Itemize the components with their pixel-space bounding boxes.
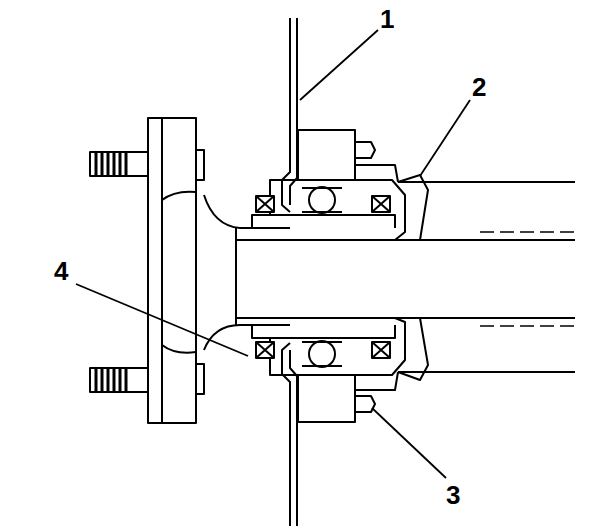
flange-face <box>148 118 162 423</box>
hidden-line <box>480 232 575 326</box>
race-line <box>302 188 342 366</box>
callout-number: 4 <box>54 258 68 284</box>
flange-edge <box>162 345 196 353</box>
flange-edge <box>162 192 196 200</box>
shaft-edge <box>236 317 575 319</box>
bolt-head <box>355 396 375 412</box>
knuckle-housing <box>298 130 398 422</box>
housing-block <box>298 375 355 422</box>
hub-body <box>204 195 290 350</box>
bearing-ring <box>252 325 395 338</box>
hub-pilot <box>235 228 237 325</box>
housing-block <box>298 130 355 180</box>
bearing-ball <box>309 187 335 213</box>
housing-flange <box>355 372 398 390</box>
leader-line <box>76 30 470 478</box>
callout-number: 1 <box>380 6 394 32</box>
stud-thread <box>96 368 126 392</box>
backing-plate <box>282 18 297 526</box>
stud-head <box>196 364 204 394</box>
stud-shank <box>90 368 148 392</box>
stud-shank <box>90 152 148 176</box>
stud-thread <box>96 152 126 176</box>
wheel-stud <box>90 152 148 392</box>
callout-number: 2 <box>472 74 486 100</box>
housing-step <box>398 175 428 240</box>
bearing-ball <box>309 341 335 367</box>
seal <box>256 196 390 358</box>
axle <box>236 175 575 380</box>
flange-body <box>162 118 196 423</box>
stud-head <box>196 150 204 180</box>
hub-flange <box>148 118 204 423</box>
shaft-edge <box>236 239 575 241</box>
housing-flange <box>355 165 398 182</box>
plate-line <box>290 18 297 205</box>
wheel-bearing <box>252 180 405 375</box>
housing-step <box>398 318 428 380</box>
bearing-ring <box>252 215 395 228</box>
plate-line <box>290 350 297 526</box>
bolt-head <box>355 142 375 158</box>
hub-contour <box>204 195 290 228</box>
plate-line <box>282 18 290 212</box>
plate-line <box>282 343 290 526</box>
callout-number: 3 <box>446 482 460 508</box>
